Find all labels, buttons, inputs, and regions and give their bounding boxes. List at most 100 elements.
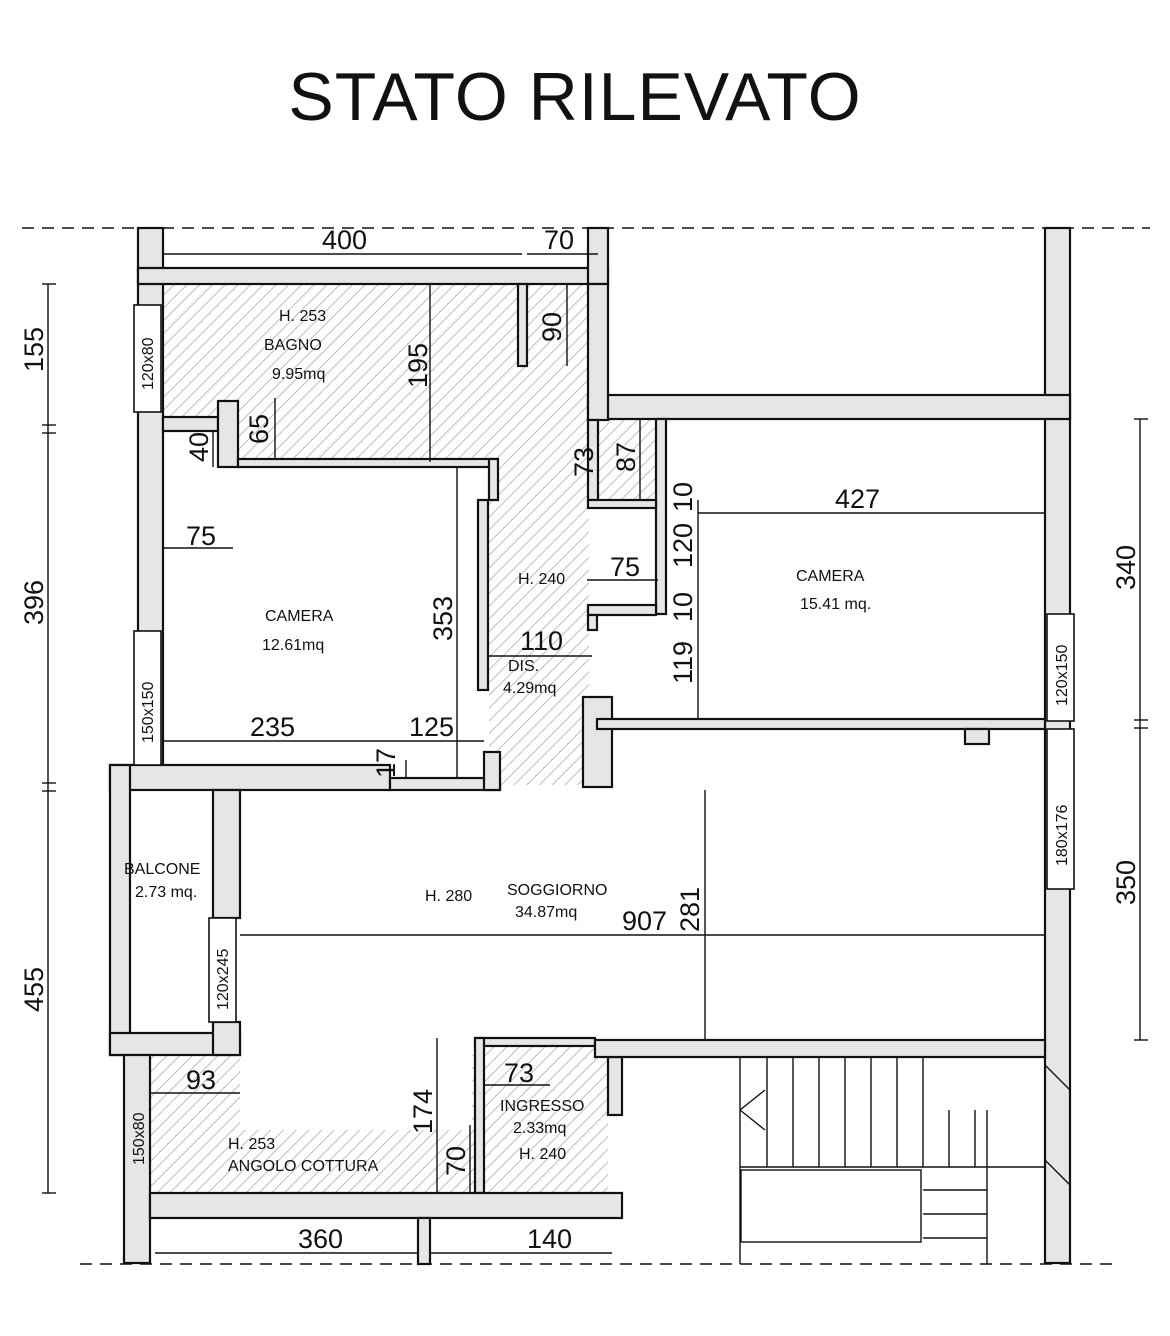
wall-closet-bottom	[586, 498, 658, 510]
dim-907: 907	[622, 906, 667, 936]
angolo-cutout	[240, 1055, 472, 1130]
dim-73b: 73	[504, 1058, 534, 1088]
dis-name: DIS.	[508, 658, 539, 675]
wall-bagno-bottom	[161, 415, 220, 433]
wall-dis-right-2	[586, 613, 599, 632]
dim-65: 65	[244, 414, 274, 444]
dim-40: 40	[184, 432, 214, 462]
wall-bottom	[148, 1191, 624, 1220]
dim-93: 93	[186, 1065, 216, 1095]
window-3	[208, 917, 237, 1023]
dim-350: 350	[1111, 860, 1141, 905]
camera-right-area: 15.41 mq.	[800, 596, 871, 613]
ingresso-name: INGRESSO	[500, 1098, 584, 1115]
wall-bagno-partition	[516, 282, 529, 368]
wall-ingresso-left	[473, 1036, 486, 1195]
balcone-name: BALCONE	[124, 861, 200, 878]
dimension-lines	[42, 253, 1148, 1254]
wall-pillar	[963, 727, 991, 746]
bagno-name: BAGNO	[264, 337, 322, 354]
wall-left-lower	[122, 1053, 152, 1265]
wall-camera-right-bottom-2	[595, 717, 1047, 731]
window-6	[1046, 728, 1075, 890]
dim-90: 90	[537, 312, 567, 342]
window-label-3: 120x245	[215, 949, 232, 1010]
window-label-5: 120x150	[1054, 645, 1071, 706]
angolo-height: H. 253	[228, 1136, 275, 1153]
wall-top	[136, 266, 610, 286]
wall-ingresso-right	[606, 1055, 624, 1117]
window-label-6: 180x176	[1054, 805, 1071, 866]
dim-110: 110	[520, 626, 563, 656]
window-label-4: 150x80	[131, 1112, 148, 1165]
dim-353: 353	[428, 596, 458, 641]
camera-left-area: 12.61mq	[262, 637, 324, 654]
wall-bottom-stub	[416, 1216, 432, 1266]
dis-floor-upper	[497, 417, 588, 503]
room-labels: H. 253 BAGNO 9.95mq CAMERA 12.61mq H. 24…	[124, 308, 871, 1175]
dim-396: 396	[19, 580, 49, 625]
bagno-area: 9.95mq	[272, 366, 325, 383]
wall-balcone-outer	[108, 763, 132, 1057]
plan-title: STATO RILEVATO	[288, 59, 862, 135]
wall-dis-right	[586, 603, 658, 617]
dim-17: 17	[371, 748, 401, 778]
dim-125: 125	[409, 712, 454, 742]
dim-119: 119	[668, 641, 698, 684]
dim-360: 360	[298, 1224, 343, 1254]
wall-dis-left	[487, 457, 500, 502]
wall-dis-bottom-left	[482, 750, 502, 792]
window-labels: 120x80 150x150 120x245 150x80 120x150 18…	[131, 337, 1071, 1165]
wall-camera-bottom	[108, 763, 392, 792]
dis-floor	[489, 500, 589, 785]
bagno-height: H. 253	[279, 308, 326, 325]
dim-120: 120	[668, 523, 698, 568]
ingresso-height: H. 240	[519, 1146, 566, 1163]
wall-bagno-right	[586, 282, 610, 422]
dim-400: 400	[322, 225, 367, 255]
dim-455: 455	[19, 967, 49, 1012]
dim-75a: 75	[186, 521, 216, 551]
dim-10b: 10	[668, 592, 698, 622]
dim-70: 70	[441, 1146, 471, 1176]
dim-73a: 73	[569, 447, 599, 477]
dim-10a: 10	[668, 482, 698, 512]
ingresso-area: 2.33mq	[513, 1120, 566, 1137]
window-label-1: 120x80	[140, 337, 157, 390]
dis-height: H. 240	[518, 571, 565, 588]
wall-balcone-right	[211, 788, 242, 920]
soggiorno-area: 34.87mq	[515, 904, 577, 921]
wall-bagno-bottom-2	[236, 457, 498, 469]
camera-right-name: CAMERA	[796, 568, 865, 585]
dim-281: 281	[675, 887, 705, 932]
dis-area: 4.29mq	[503, 680, 556, 697]
wall-top-right-stub	[586, 226, 610, 286]
wall-dis-left-2	[476, 498, 490, 692]
dim-427: 427	[835, 484, 880, 514]
balcone-area: 2.73 mq.	[135, 884, 197, 901]
staircase	[739, 1057, 1071, 1264]
wall-ingresso-top	[473, 1036, 597, 1048]
ingresso-floor	[484, 1040, 608, 1193]
wall-bagno-step	[216, 399, 240, 469]
window-label-2: 150x150	[140, 682, 157, 743]
dim-70-top: 70	[544, 225, 574, 255]
windows	[133, 304, 1075, 1023]
window-5	[1046, 613, 1075, 722]
soggiorno-height: H. 280	[425, 888, 472, 905]
dim-155: 155	[19, 327, 49, 372]
wall-closet-side	[654, 417, 668, 616]
soggiorno-name: SOGGIORNO	[507, 882, 607, 899]
wall-upper-right	[586, 393, 1072, 421]
camera-left-name: CAMERA	[265, 608, 334, 625]
dim-75b: 75	[610, 552, 640, 582]
dim-195: 195	[403, 343, 433, 388]
dim-140: 140	[527, 1224, 572, 1254]
dim-174: 174	[408, 1089, 438, 1134]
angolo-name: ANGOLO COTTURA	[228, 1158, 379, 1175]
dim-235: 235	[250, 712, 295, 742]
wall-camera-right-bottom	[581, 695, 614, 789]
window-2	[133, 630, 162, 766]
dimension-values: 400 70 90 195 65 40 73 87 10 427 75 75 1…	[19, 225, 1141, 1254]
